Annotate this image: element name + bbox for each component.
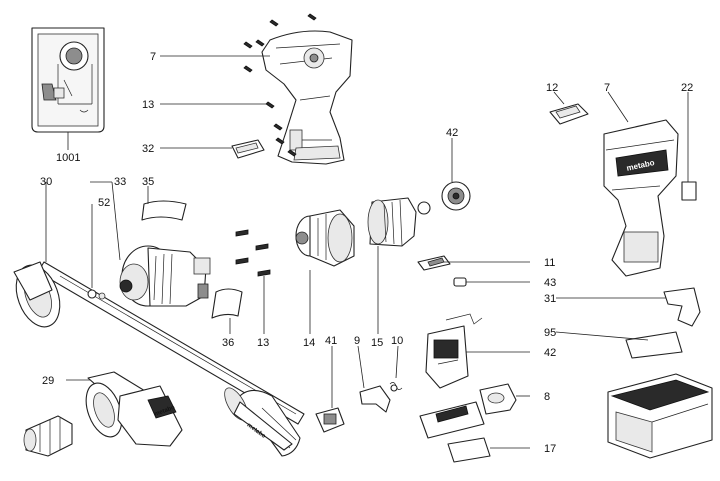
part-battery-plate (419, 401, 485, 439)
callout-14: 14 (303, 337, 315, 349)
callout-1001: 1001 (56, 152, 80, 164)
part-9-direction-switch (359, 385, 391, 413)
part-15-motor (367, 197, 431, 247)
callout-22: 22 (681, 82, 693, 94)
callout-42a: 42 (446, 127, 458, 139)
part-29-auxiliary-handle (85, 371, 183, 447)
chuck-keyless (23, 415, 73, 457)
part-14-gearbox (295, 209, 355, 267)
callout-35: 35 (142, 176, 154, 188)
leader-10 (395, 345, 399, 379)
part-1001-label-sheet (31, 27, 105, 133)
callout-41: 41 (325, 335, 337, 347)
part-31-belt-hook (663, 287, 701, 327)
callout-7b: 7 (604, 82, 610, 94)
callout-52: 52 (98, 197, 110, 209)
handle-grip (233, 401, 293, 451)
part-11-led-cover (417, 255, 451, 271)
callout-30: 30 (40, 176, 52, 188)
callout-15: 15 (371, 337, 383, 349)
part-12-belt-clip (549, 103, 589, 125)
part-8-switch-cover (479, 383, 517, 415)
callout-labels: 7 13 32 1001 30 33 52 35 36 13 14 15 42 … (40, 51, 693, 455)
leader-12 (553, 91, 565, 105)
part-42-electronics-module (425, 313, 483, 389)
callout-95: 95 (544, 327, 556, 339)
callout-9: 9 (354, 335, 360, 347)
part-35-label-strip (141, 200, 187, 221)
callout-10: 10 (391, 335, 403, 347)
callout-17: 17 (544, 443, 556, 455)
part-17-label (447, 437, 491, 463)
battery-pack (607, 373, 713, 459)
part-41-switch (315, 407, 345, 433)
callout-31: 31 (544, 293, 556, 305)
callout-42b: 42 (544, 347, 556, 359)
part-43-led (453, 277, 467, 287)
callout-29: 29 (42, 375, 54, 387)
callout-36: 36 (222, 337, 234, 349)
part-95-card (625, 331, 683, 359)
leader-33 (111, 181, 121, 261)
callout-11: 11 (544, 257, 555, 269)
callout-43: 43 (544, 277, 556, 289)
callout-8: 8 (544, 391, 550, 403)
part-42-circuit-disc (441, 181, 471, 211)
callout-7a: 7 (150, 51, 156, 63)
part-7-housing-left (261, 30, 353, 165)
part-32-switch-slider (231, 139, 265, 159)
part-33-gear-head (119, 245, 211, 307)
part-10-spring (389, 382, 403, 392)
callout-33: 33 (114, 176, 126, 188)
leader-7b (607, 91, 629, 123)
part-7-housing-right (603, 119, 679, 277)
part-52-washer (87, 289, 106, 300)
screws-13-set-b (235, 229, 271, 277)
callout-13b: 13 (257, 337, 269, 349)
leader-95 (555, 331, 649, 341)
callout-13a: 13 (142, 99, 154, 111)
part-36-label-strip (211, 288, 243, 319)
callout-12: 12 (546, 82, 558, 94)
part-22-small-label (681, 181, 697, 201)
screws-13-set-a (243, 13, 317, 157)
leader-9 (357, 345, 365, 389)
callout-32: 32 (142, 143, 154, 155)
